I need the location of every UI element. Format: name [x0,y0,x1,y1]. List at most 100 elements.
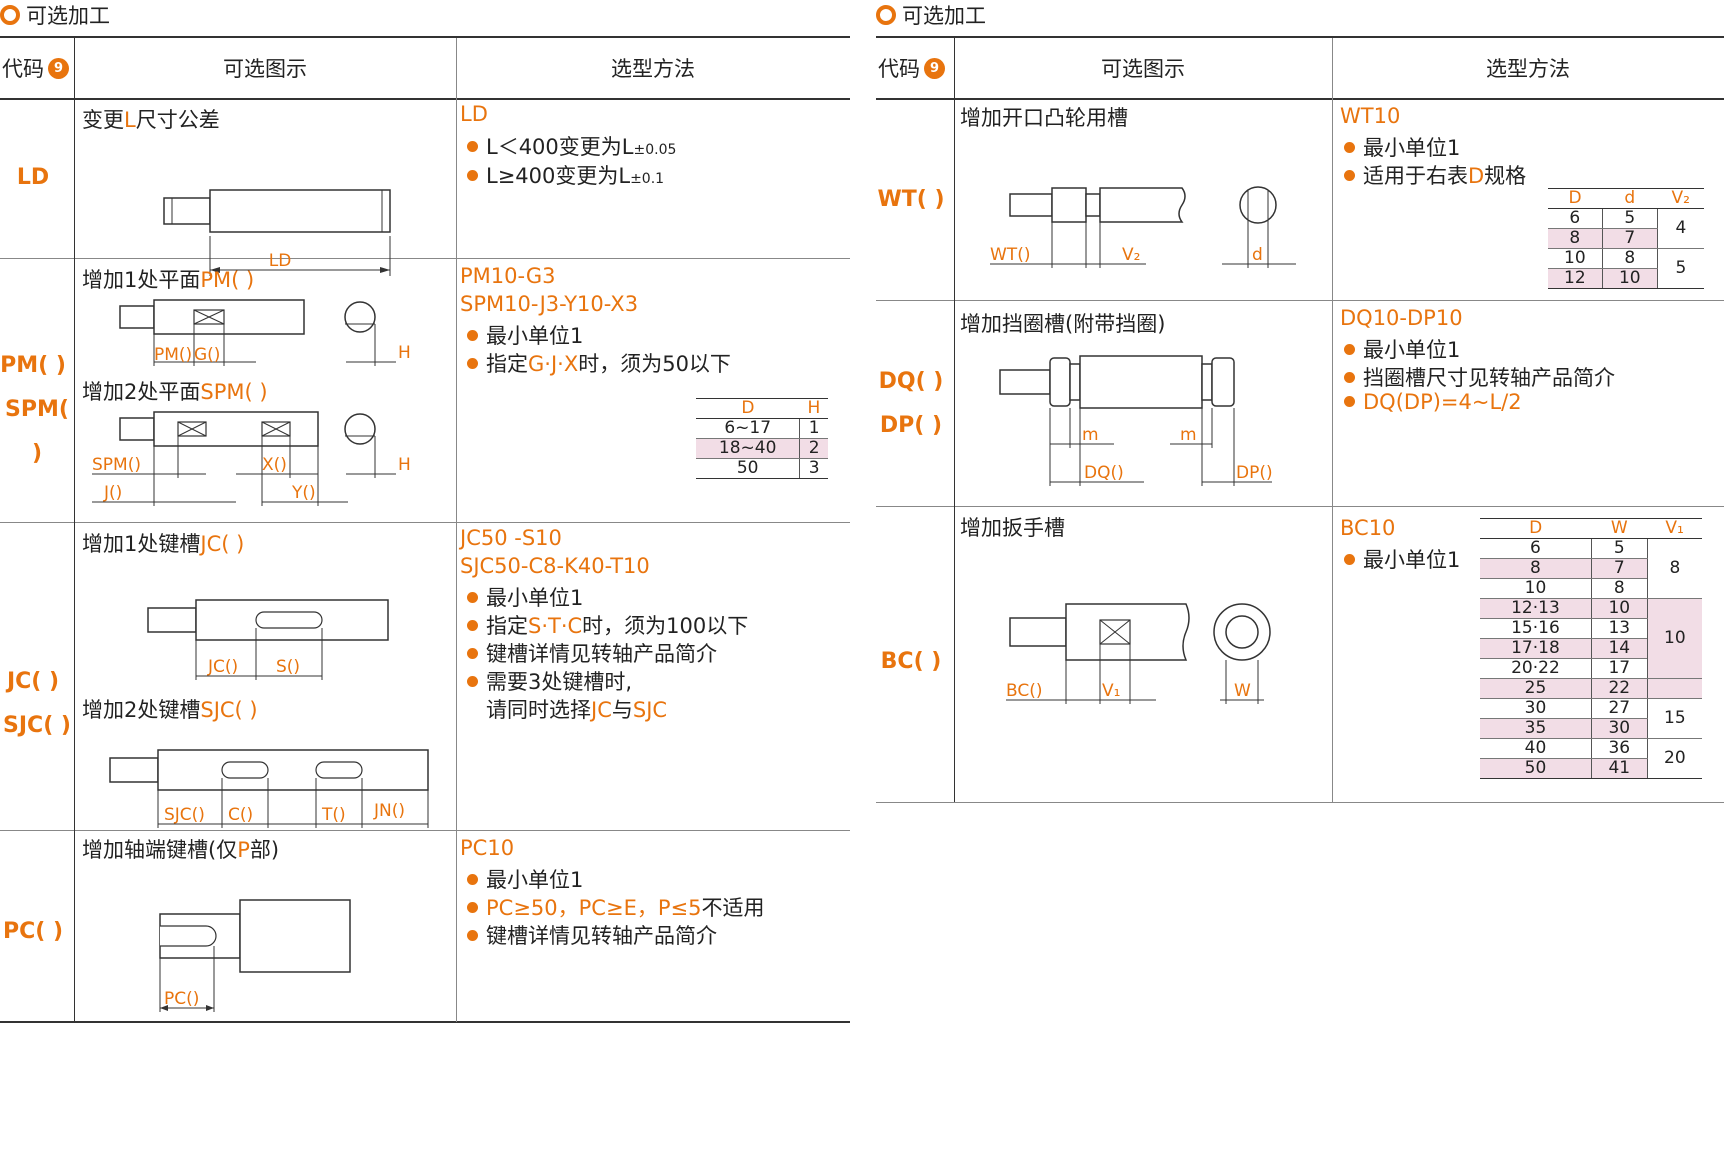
bullet-dot [467,592,478,603]
bc-cell: 36 [1590,738,1648,759]
bc-cell: 17·18 [1480,638,1592,659]
bullet-dot [467,141,478,152]
dim-label-h: H [398,343,411,363]
selection-code-pm: PM10-G3 [460,264,556,288]
dim-label-c: C() [228,805,253,825]
caption-bc: 增加扳手槽 [960,516,1065,540]
bullet-dq-3: DQ(DP)=4~L/2 [1344,390,1522,414]
dim-label-jn: JN() [373,801,405,821]
bullet-text: 最小单位1 [1363,338,1461,362]
code-wt: WT( ) [877,187,945,212]
step-badge: 9 [48,57,69,79]
caption-text: 增加1处平面 [82,268,201,292]
bc-cell: 25 [1480,678,1592,699]
row-rule [0,830,850,831]
bc-cell: 5 [1590,538,1648,559]
bullet-dot [467,358,478,369]
caption-highlight: P [237,838,250,862]
row-rule [0,522,850,523]
bullet-dq-1: 最小单位1 [1344,334,1460,364]
caption-jc: 增加1处键槽JC( ) [82,528,244,558]
bullet-text: 请同时选择 [486,698,591,722]
bullet-highlight: G·J·X [528,352,579,376]
table-bottom-rule [876,802,1724,803]
bullet-text: 不适用 [701,896,765,920]
bc-cell: 30 [1590,718,1648,739]
caption-text: 部) [249,838,280,862]
caption-pc: 增加轴端键槽(仅P部) [82,834,279,864]
drawing-ld-shaft: LD [163,189,391,276]
header-rule [876,98,1724,100]
bullet-jc-1: 最小单位1 [467,582,583,612]
bc-cell: 17 [1590,658,1648,679]
dh-header-h: H [799,398,828,419]
bullet-highlight: SJC [632,698,668,722]
bc-cell: 10 [1590,598,1648,619]
bullet-highlight: JC [591,698,612,722]
bullet-text: 键槽详情见转轴产品简介 [486,642,717,666]
selection-code-jc: JC50 -S10 [460,526,562,550]
drawing-dq-shaft: m m DQ() DP() [999,355,1273,486]
bullet-dot [467,330,478,341]
bullet-dot [467,874,478,885]
bc-cell: 15·16 [1480,618,1592,639]
wt-header-v2: V₂ [1657,188,1704,209]
dim-label-j: J() [103,483,122,503]
code-jc: JC( ) [6,669,60,694]
dim-label-h2: H [398,455,411,475]
bullet-pm-1: 最小单位1 [467,320,583,350]
dim-label-d: d [1252,245,1263,265]
left-section-title: 可选加工 [0,0,110,30]
code-ld: LD [16,165,50,190]
dim-label-jc: JC() [207,657,238,677]
row-rule [0,258,850,259]
dim-label-y: Y() [291,483,316,503]
row-rule [876,506,1724,507]
caption-highlight: JC( ) [200,532,245,556]
bullet-text: 指定 [486,352,528,376]
header-method: 选型方法 [1486,57,1570,81]
caption-text: 增加轴端键槽(仅 [82,838,238,862]
bullet-text: L≥400变更为L [486,164,631,188]
dim-label-pc: PC() [164,989,199,1009]
wt-cell-v2: 4 [1656,208,1704,249]
bullet-text: 需要3处键槽时, [486,670,633,694]
bullet-highlight: PC≥50，PC≥E，P≤5 [486,896,702,920]
dim-label-pm: PM() [154,345,192,365]
bc-cell: 22 [1590,678,1648,699]
dim-label-t: T() [321,805,346,825]
bc-cell: 35 [1480,718,1592,739]
code-column-rule [954,38,955,802]
ring-bullet-icon [876,5,896,25]
dim-label-ld: LD [269,251,292,271]
bullet-dot [1344,142,1355,153]
caption-text: 增加1处键槽 [82,532,201,556]
bullet-text: 时，须为100以下 [582,614,749,638]
dim-label-m2: m [1180,425,1197,445]
caption-pm: 增加1处平面PM( ) [82,264,254,294]
caption-ld: 变更L尺寸公差 [82,104,220,134]
dim-label-x: X() [262,455,287,475]
bc-cell: 6 [1480,538,1592,559]
bullet-jc-4: 需要3处键槽时, [467,666,632,696]
bullet-text: 时，须为50以下 [578,352,731,376]
bullet-dot [467,902,478,913]
bc-cell: 7 [1590,558,1648,579]
code-pc: PC( ) [2,919,64,944]
bc-cell: 20·22 [1480,658,1592,679]
bullet-dot [467,930,478,941]
figure-column-rule [456,38,457,1022]
wt-cell: 8 [1601,248,1658,269]
caption-highlight: SPM( ) [200,380,268,404]
selection-code-bc: BC10 [1340,516,1396,540]
wt-cell-v2: 5 [1656,248,1704,289]
wt-header-d: D [1548,188,1603,209]
bc-header-w: W [1591,518,1648,539]
caption-text: 尺寸公差 [135,108,220,132]
bc-cell: 14 [1590,638,1648,659]
bc-cell: 30 [1480,698,1592,719]
